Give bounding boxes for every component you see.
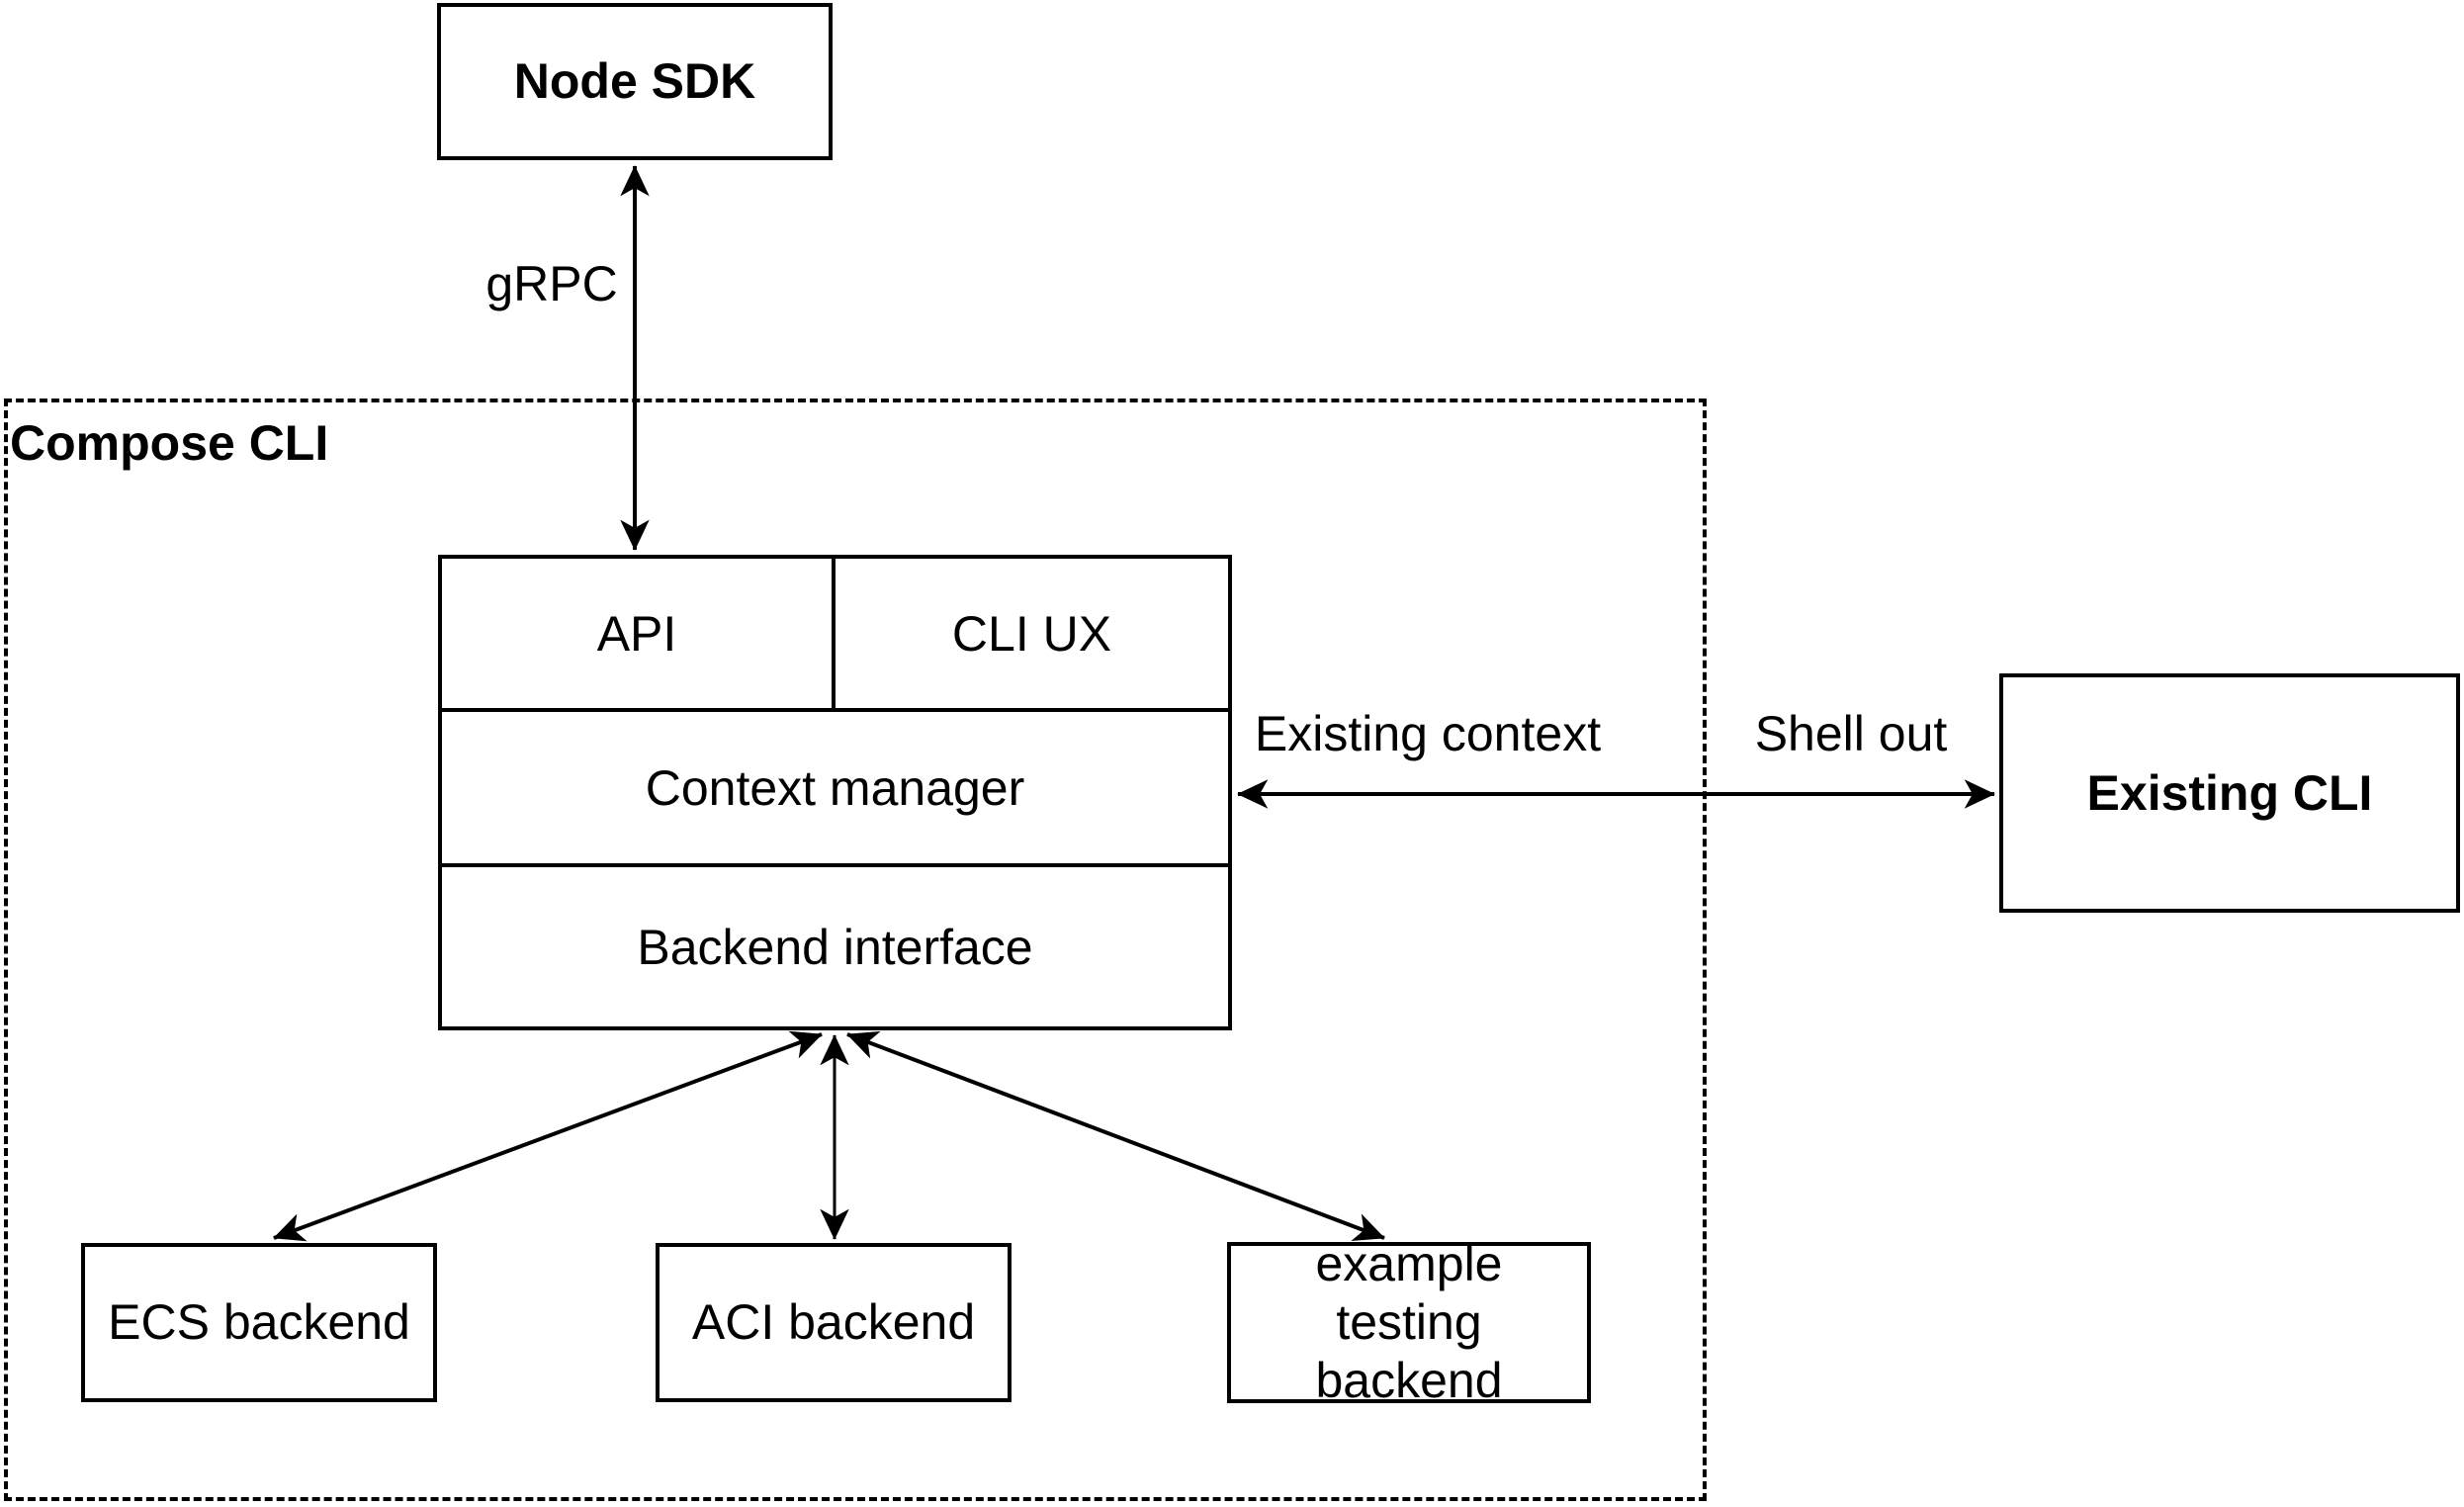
context-manager-cell: Context manager xyxy=(442,712,1228,867)
ecs-backend-label: ECS backend xyxy=(108,1294,410,1350)
api-label: API xyxy=(596,605,677,662)
backend-interface-cell: Backend interface xyxy=(442,867,1228,1026)
node-sdk-label: Node SDK xyxy=(513,53,756,109)
node-sdk-box: Node SDK xyxy=(437,3,833,160)
compose-cli-label: Compose CLI xyxy=(10,415,329,471)
cli-ux-label: CLI UX xyxy=(951,605,1112,662)
example-testing-backend-box: example testing backend xyxy=(1227,1236,1591,1408)
shell-out-edge-label: Shell out xyxy=(1754,706,1948,761)
context-manager-label: Context manager xyxy=(645,759,1025,816)
api-cell: API xyxy=(442,559,836,712)
grpc-edge-label: gRPC xyxy=(485,256,618,311)
existing-context-edge-label: Existing context xyxy=(1254,706,1602,761)
compose-cli-stack: API CLI UX Context manager Backend inter… xyxy=(438,555,1232,1030)
aci-backend-box: ACI backend xyxy=(656,1243,1012,1402)
ecs-backend-box: ECS backend xyxy=(81,1243,437,1402)
existing-cli-label: Existing CLI xyxy=(2086,764,2373,821)
backend-interface-label: Backend interface xyxy=(637,919,1033,975)
aci-backend-label: ACI backend xyxy=(691,1294,976,1350)
existing-cli-box: Existing CLI xyxy=(1999,673,2460,913)
compose-cli-container xyxy=(4,399,1707,1501)
example-testing-backend-label: example testing backend xyxy=(1315,1236,1503,1408)
cli-ux-cell: CLI UX xyxy=(836,559,1228,712)
